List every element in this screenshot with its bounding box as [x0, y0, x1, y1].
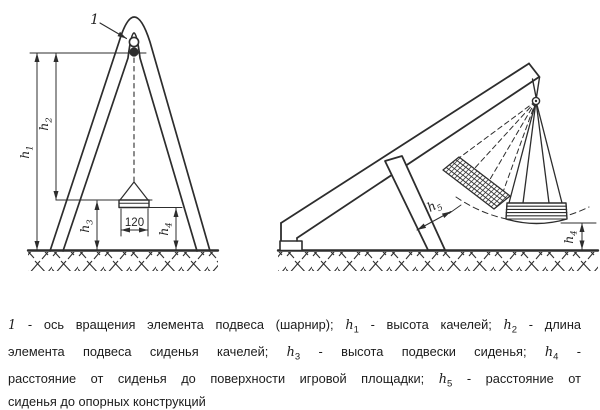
- dim-h3: h3: [77, 200, 100, 250]
- var-h3: h3: [286, 345, 301, 363]
- dim-h2: h2: [36, 52, 59, 201]
- ground-hatching-left: [28, 252, 218, 271]
- dim-label-h1: h1: [17, 145, 36, 158]
- inclined-beam: [279, 62, 541, 252]
- swung-seat-positions: [442, 156, 511, 214]
- ropes-at-rest: [508, 100, 563, 204]
- caption-text: - ось вращения элемента подвеса (шарнир)…: [16, 317, 346, 332]
- callout-1: 1: [90, 12, 128, 40]
- seat-width-dim: 120: [120, 208, 149, 237]
- caption-text: элемента подвеса сиденья качелей;: [8, 344, 287, 359]
- var-h1: h1: [345, 318, 359, 336]
- seat-side: [505, 202, 568, 225]
- dim-label-h2: h2: [36, 117, 55, 130]
- technical-figure: h1 h2 h3 h4 120 1: [17, 12, 600, 271]
- swing-seat: [118, 199, 150, 209]
- var-h2: h2: [503, 318, 518, 336]
- suspension-rope: [119, 57, 149, 201]
- caption-text: - высота подвески сиденья;: [300, 344, 545, 359]
- caption-line-1: 1 - ось вращения элемента подвеса (шарни…: [8, 312, 581, 339]
- front-view-diagram: h1 h2 h3 h4 120 1: [17, 12, 220, 271]
- caption-ref-1: 1: [8, 318, 17, 333]
- dim-label-h3: h3: [77, 219, 96, 232]
- pivot-bracket: [531, 76, 541, 98]
- side-view-diagram: h5 h4: [276, 62, 600, 271]
- caption-text: сиденья до опорных конструкций: [8, 394, 206, 409]
- dim-label-h4-side: h4: [561, 230, 580, 243]
- figure-caption: 1 - ось вращения элемента подвеса (шарни…: [8, 312, 581, 410]
- seat-extension-tick: [448, 204, 462, 214]
- caption-text: - расстояние от: [452, 371, 581, 386]
- var-h4: h4: [544, 345, 559, 363]
- dim-h1: h1: [17, 52, 40, 251]
- caption-text: - длина: [517, 317, 582, 332]
- swing-diagram-svg: h1 h2 h3 h4 120 1: [17, 12, 600, 271]
- rope-fan-dashed: [458, 100, 537, 193]
- ground-hatching-right: [278, 252, 598, 271]
- callout-1-label: 1: [90, 12, 99, 28]
- caption-line-2: элемента подвеса сиденья качелей; h3 - в…: [8, 339, 581, 366]
- support-strut: [384, 155, 446, 251]
- a-frame: [49, 16, 211, 252]
- pivot-hinge: [128, 36, 140, 57]
- seat-width-label: 120: [125, 217, 144, 229]
- dim-h4-side: h4: [560, 222, 597, 250]
- caption-text: - высота качелей;: [358, 317, 504, 332]
- caption-line-3: расстояние от сиденья до поверхности игр…: [8, 366, 581, 393]
- dim-h4-front: h4: [156, 207, 179, 250]
- caption-text: расстояние от сиденья до поверхности игр…: [8, 371, 439, 386]
- beam-pivot: [531, 96, 541, 106]
- caption-line-4: сиденья до опорных конструкций: [8, 393, 581, 410]
- dim-label-h4-front: h4: [156, 222, 175, 235]
- caption-text: -: [558, 344, 582, 359]
- var-h5: h5: [438, 372, 453, 390]
